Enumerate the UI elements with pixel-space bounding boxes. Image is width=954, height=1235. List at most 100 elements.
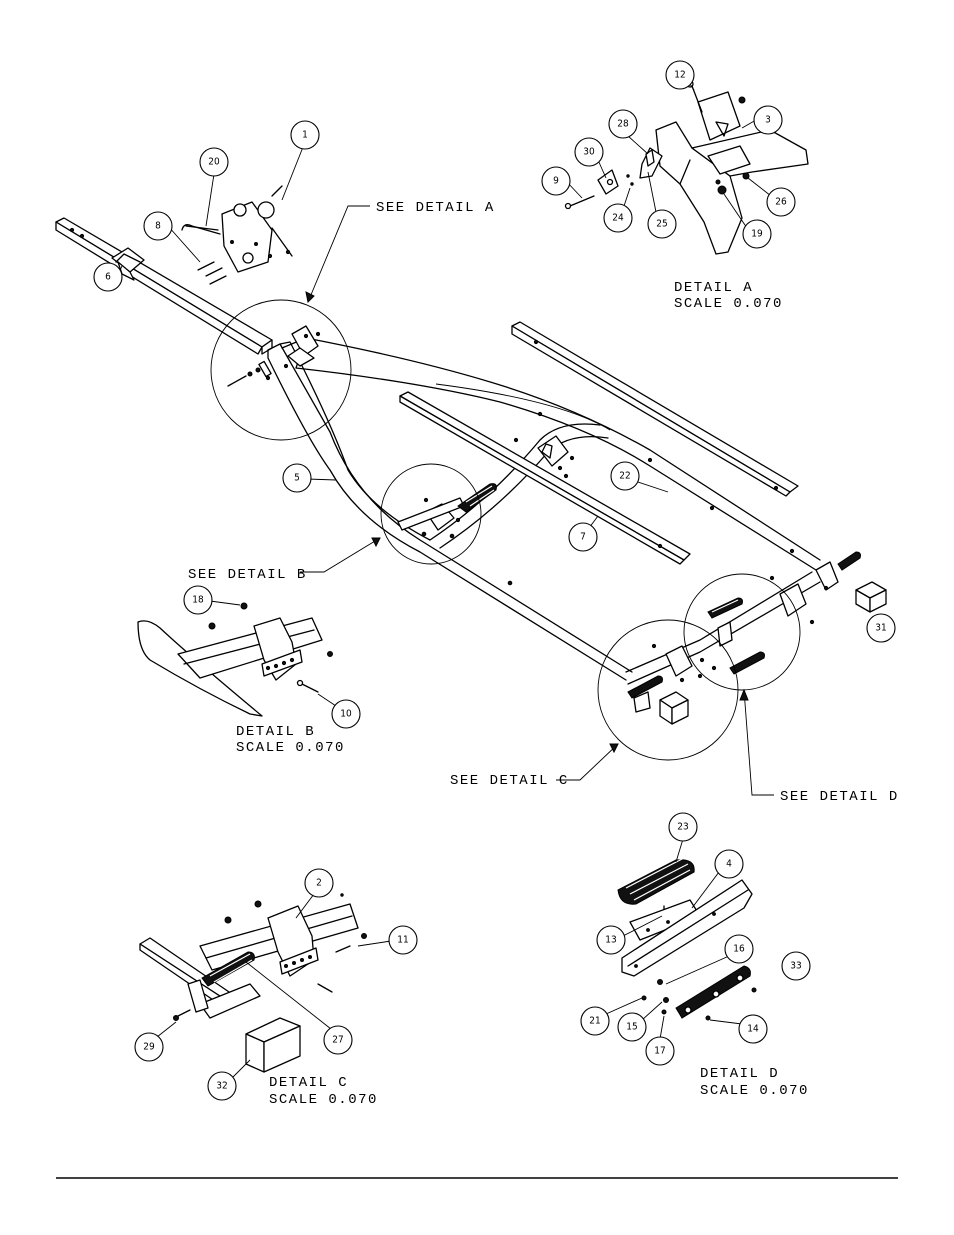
coupler-parts: [167, 146, 304, 285]
svg-text:SCALE 0.070: SCALE 0.070: [269, 1092, 378, 1108]
see-detail-leaders: [300, 205, 774, 796]
callout-15: 15: [617, 1012, 647, 1042]
callout-number: 6: [105, 272, 111, 283]
callout-circle: [766, 187, 796, 217]
callout-6: 6: [93, 262, 123, 292]
callout-28: 28: [608, 109, 638, 139]
callout-circle: [290, 120, 320, 150]
callout-number: 24: [612, 213, 624, 224]
callout-number: 11: [397, 935, 408, 946]
callout-24: 24: [603, 203, 633, 233]
callout-number: 15: [626, 1022, 637, 1033]
svg-text:DETAIL D: DETAIL D: [700, 1066, 779, 1082]
callout-circle: [714, 849, 744, 879]
callout-13: 13: [596, 925, 626, 955]
callout-16: 16: [724, 934, 754, 964]
callout-circle: [647, 209, 677, 239]
callout-circle: [388, 925, 418, 955]
main-frame-assembly: [55, 217, 887, 761]
callout-number: 31: [875, 623, 886, 634]
callout-circle: [93, 262, 123, 292]
callout-circle: [574, 137, 604, 167]
detail-d-caption: DETAIL D SCALE 0.070: [700, 1066, 809, 1099]
callout-circle: [610, 461, 640, 491]
detail-c-circle: [597, 619, 739, 761]
svg-text:DETAIL C: DETAIL C: [269, 1075, 348, 1091]
callout-number: 4: [726, 859, 732, 870]
rear-cross-rail: [625, 571, 821, 685]
callout-2: 2: [304, 868, 334, 898]
callout-23: 23: [668, 812, 698, 842]
detail-b-circle: [380, 463, 482, 565]
callout-8: 8: [143, 211, 173, 241]
callout-circle: [282, 463, 312, 493]
callout-number: 2: [316, 878, 322, 889]
callout-number: 19: [751, 229, 763, 240]
callout-31: 31: [866, 613, 896, 643]
detail-a-view: [564, 80, 809, 255]
callout-number: 23: [677, 822, 688, 833]
callout-number: 3: [765, 115, 771, 126]
svg-text:SCALE 0.070: SCALE 0.070: [236, 740, 345, 756]
callout-circle: [665, 60, 695, 90]
callout-11: 11: [388, 925, 418, 955]
callout-number: 17: [654, 1046, 665, 1057]
detail-c-caption: DETAIL C SCALE 0.070: [269, 1075, 378, 1108]
callout-number: 32: [216, 1081, 227, 1092]
callout-4: 4: [714, 849, 744, 879]
callout-20: 20: [199, 147, 229, 177]
see-detail-c-label: SEE DETAIL C: [450, 773, 569, 789]
svg-text:SCALE 0.070: SCALE 0.070: [700, 1083, 809, 1099]
callout-32: 32: [207, 1071, 237, 1101]
callout-number: 21: [589, 1016, 600, 1027]
callout-12: 12: [665, 60, 695, 90]
callout-30: 30: [574, 137, 604, 167]
tongue-tube: [55, 217, 273, 355]
left-bunk-bracket: [397, 483, 497, 539]
callout-circle: [199, 147, 229, 177]
callout-14: 14: [738, 1014, 768, 1044]
callout-circle: [738, 1014, 768, 1044]
callout-circle: [645, 1036, 675, 1066]
callout-18: 18: [183, 585, 213, 615]
inner-curved-rail: [429, 423, 609, 549]
callout-circle: [742, 219, 772, 249]
callout-7: 7: [568, 522, 598, 552]
callout-number: 16: [733, 944, 745, 955]
callout-circle: [323, 1025, 353, 1055]
callout-circle: [568, 522, 598, 552]
detail-d-circle: [683, 573, 801, 691]
callout-9: 9: [541, 166, 571, 196]
callout-17: 17: [645, 1036, 675, 1066]
callout-circle: [596, 925, 626, 955]
callout-26: 26: [766, 187, 796, 217]
svg-text:DETAIL B: DETAIL B: [236, 724, 315, 740]
callout-21: 21: [580, 1006, 610, 1036]
rear-bracket-left: [627, 645, 717, 725]
callout-number: 22: [619, 471, 630, 482]
detail-b-view: [137, 600, 337, 717]
detail-a-circle: [210, 299, 352, 441]
hardware-set-a: [227, 360, 289, 387]
callout-number: 13: [605, 935, 616, 946]
center-bunk-bracket: [513, 435, 575, 479]
callout-27: 27: [323, 1025, 353, 1055]
callout-circle: [143, 211, 173, 241]
callout-number: 30: [583, 147, 595, 158]
callout-circle: [608, 109, 638, 139]
callout-number: 29: [143, 1042, 155, 1053]
detail-a-caption: DETAIL A SCALE 0.070: [674, 280, 783, 312]
callout-29: 29: [134, 1032, 164, 1062]
callout-number: 20: [208, 157, 220, 168]
callout-number: 1: [302, 130, 308, 141]
svg-text:SEE DETAIL A: SEE DETAIL A: [376, 200, 495, 216]
svg-text:SEE DETAIL C: SEE DETAIL C: [450, 773, 569, 789]
see-detail-b-label: SEE DETAIL B: [188, 567, 307, 583]
callout-circle: [134, 1032, 164, 1062]
svg-text:SEE DETAIL B: SEE DETAIL B: [188, 567, 307, 583]
rear-bracket-right: [699, 551, 887, 675]
bunk-board-7: [399, 391, 691, 565]
svg-text:SCALE 0.070: SCALE 0.070: [674, 296, 783, 312]
callout-circle: [183, 585, 213, 615]
